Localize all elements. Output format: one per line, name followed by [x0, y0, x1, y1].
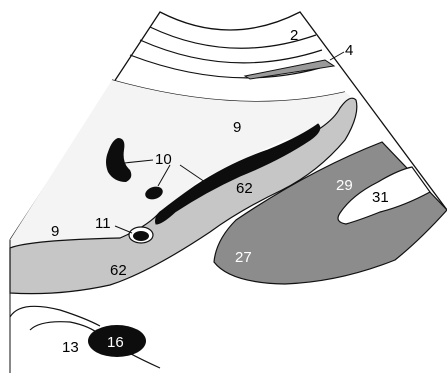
label-2: 2 — [290, 27, 298, 44]
label-13: 13 — [62, 339, 79, 356]
structure-11-core — [133, 231, 149, 241]
label-4: 4 — [345, 42, 353, 59]
label-27: 27 — [235, 249, 252, 266]
label-16: 16 — [107, 334, 124, 351]
label-11: 11 — [95, 215, 111, 232]
label-9-left: 9 — [51, 223, 59, 240]
label-62-low: 62 — [110, 262, 127, 279]
label-62-mid: 62 — [236, 180, 253, 197]
label-31: 31 — [372, 189, 389, 206]
label-10: 10 — [155, 151, 172, 168]
label-9-top: 9 — [233, 119, 241, 136]
label-29: 29 — [336, 177, 353, 194]
lower-section-outline — [10, 306, 100, 326]
